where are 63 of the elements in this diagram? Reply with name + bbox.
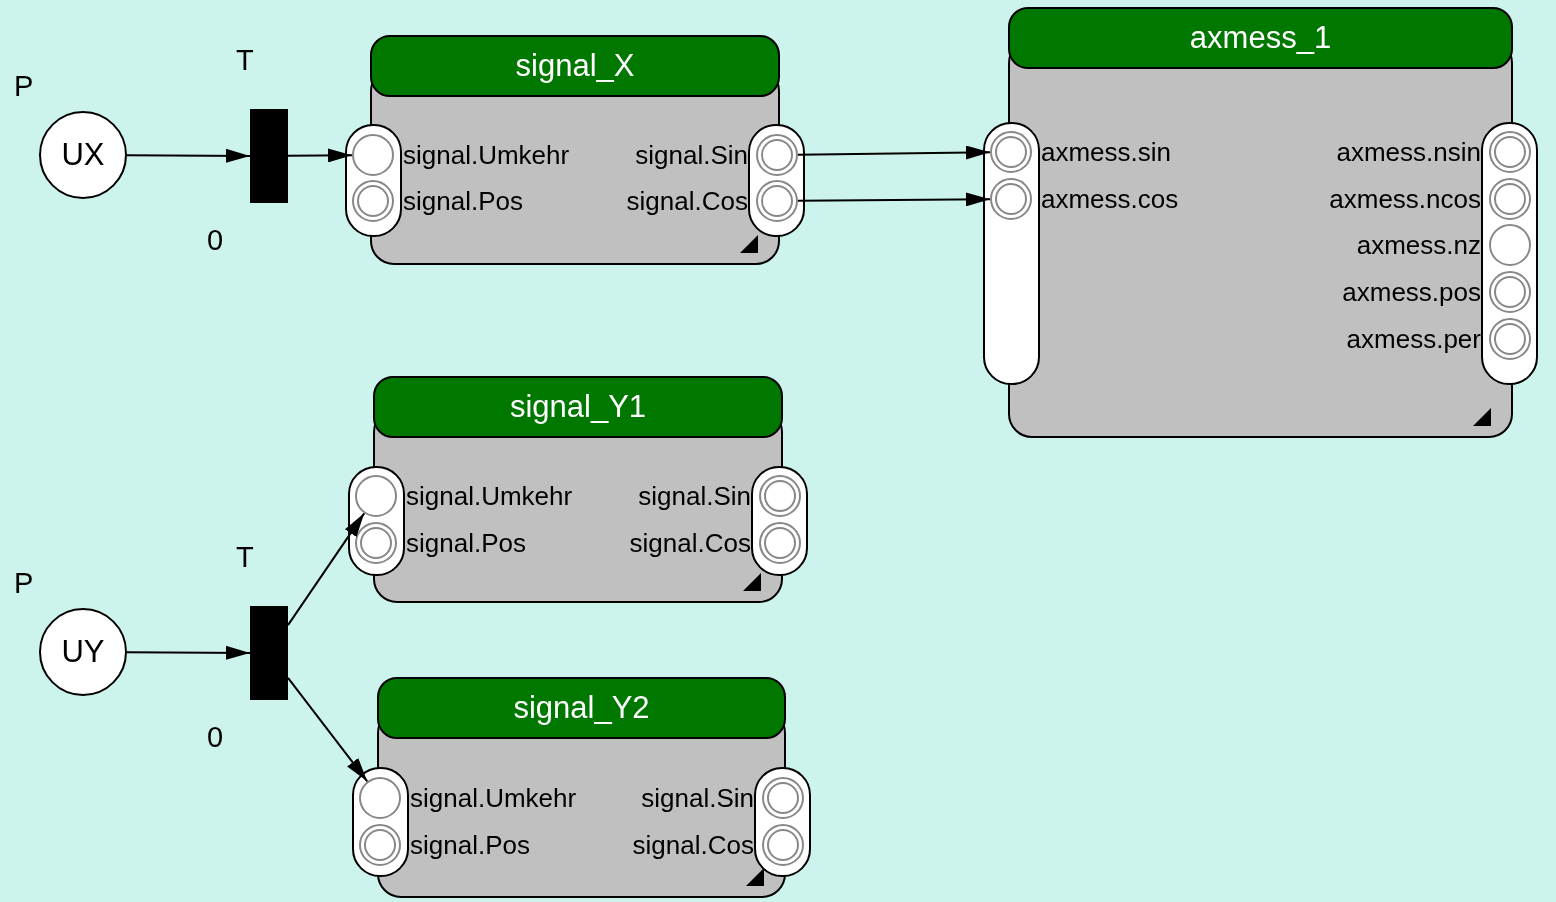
module-box [352, 677, 811, 898]
module-box [345, 35, 805, 265]
port [990, 131, 1172, 173]
port [355, 475, 573, 517]
module-header: signal_Y1 [373, 376, 783, 438]
port-label: signal.Cos [629, 530, 751, 556]
transition-bar [250, 109, 288, 203]
port [626, 180, 798, 222]
port [359, 777, 577, 819]
arrow [287, 676, 369, 783]
module-header: axmess_1 [1008, 7, 1513, 69]
port-label: signal.Umkehr [410, 785, 577, 811]
place-label: P [14, 72, 34, 101]
transition-bar [250, 606, 288, 700]
port [1336, 131, 1531, 173]
arrow [126, 645, 251, 660]
arrow [287, 512, 366, 627]
port-label: signal.Cos [626, 188, 748, 214]
port-label: axmess.nz [1356, 232, 1481, 258]
module-box [983, 7, 1538, 438]
arrow [287, 148, 353, 163]
port [632, 824, 804, 866]
place-label: P [14, 569, 34, 598]
port-label: signal.Sin [635, 142, 748, 168]
port-label: axmess.pos [1342, 279, 1481, 305]
port [641, 777, 804, 819]
port-label: signal.Umkehr [403, 142, 570, 168]
port [1329, 178, 1531, 220]
transition-label: 0 [207, 226, 224, 255]
port-label: axmess.nsin [1336, 139, 1481, 165]
port-label: signal.Pos [406, 530, 526, 556]
port [1342, 271, 1531, 313]
port-label: signal.Pos [403, 188, 523, 214]
module-header: signal_X [370, 35, 780, 97]
place-circle: UX [39, 111, 127, 199]
arrow [797, 145, 991, 160]
port-label: axmess.ncos [1329, 186, 1481, 212]
port [355, 522, 526, 564]
port [352, 180, 523, 222]
place-circle: UY [39, 608, 127, 696]
module-box [348, 376, 808, 603]
port-label: signal.Sin [638, 483, 751, 509]
port-label: signal.Sin [641, 785, 754, 811]
port-label: axmess.per [1346, 326, 1481, 352]
port [629, 522, 801, 564]
arrow [797, 192, 991, 207]
port [990, 178, 1179, 220]
transition-label: 0 [207, 723, 224, 752]
module-header: signal_Y2 [377, 677, 786, 739]
port-label: axmess.cos [1041, 186, 1179, 212]
port-label: axmess.sin [1041, 139, 1172, 165]
port [638, 475, 801, 517]
port [1346, 318, 1531, 360]
port-label: signal.Cos [632, 832, 754, 858]
port-label: signal.Pos [410, 832, 530, 858]
transition-label: T [236, 543, 254, 572]
port [352, 134, 570, 176]
transition-label: T [236, 46, 254, 75]
port [1356, 224, 1531, 266]
port [359, 824, 530, 866]
arrow [126, 148, 251, 163]
port [635, 134, 798, 176]
port-label: signal.Umkehr [406, 483, 573, 509]
